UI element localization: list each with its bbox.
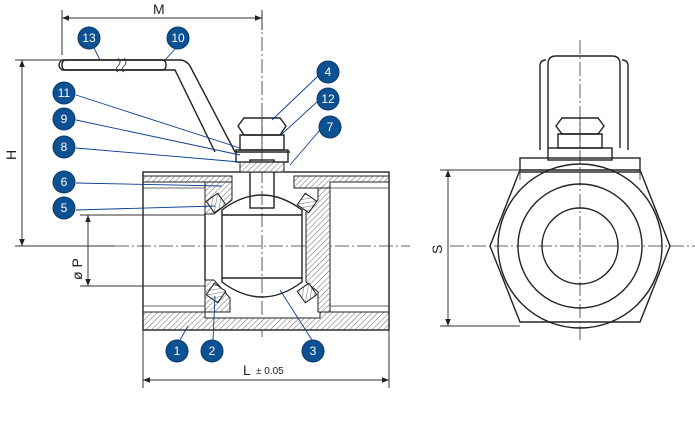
callout-5: 5 (52, 196, 76, 220)
leaders (75, 47, 321, 341)
side-handle (547, 55, 621, 148)
svg-text:2: 2 (209, 344, 216, 358)
side-view (450, 40, 695, 340)
callout-7: 7 (318, 115, 342, 139)
seat-left-top (205, 192, 227, 214)
handle-break (115, 57, 121, 73)
seat-right-top (296, 192, 318, 214)
callouts: 13 10 4 12 11 9 7 8 6 5 1 2 3 (52, 26, 342, 363)
callout-10: 10 (166, 26, 190, 50)
leader-1 (179, 325, 189, 341)
leader-11 (75, 94, 241, 149)
callout-3: 3 (301, 339, 325, 363)
leader-5 (75, 205, 216, 211)
leader-6 (75, 182, 223, 187)
side-nut-upper (555, 117, 605, 135)
leader-3 (279, 289, 313, 341)
l-tolerance: ± 0.05 (256, 366, 284, 377)
stem-packing (239, 161, 285, 173)
svg-text:6: 6 (61, 175, 68, 189)
svg-text:8: 8 (61, 140, 68, 154)
leader-4 (271, 75, 319, 121)
phi-p-label: ø P (69, 258, 85, 280)
svg-text:12: 12 (321, 92, 335, 106)
svg-text:5: 5 (61, 201, 68, 215)
callout-12: 12 (316, 87, 340, 111)
s-label: S (429, 245, 445, 254)
m-label: M (153, 1, 165, 17)
callout-11: 11 (52, 81, 76, 105)
handle-grip (61, 59, 167, 71)
stem (249, 159, 275, 209)
handle (62, 59, 290, 153)
body-bore-circle (541, 207, 619, 285)
callout-13: 13 (77, 26, 101, 50)
body-outer-circle (497, 163, 663, 329)
callout-2: 2 (200, 339, 224, 363)
l-label: L (243, 362, 251, 378)
svg-text:4: 4 (325, 65, 332, 79)
leader-13 (93, 47, 101, 61)
svg-text:9: 9 (61, 112, 68, 126)
leader-7 (289, 129, 321, 166)
callout-4: 4 (316, 60, 340, 84)
body-top-wall-right (293, 175, 390, 189)
svg-text:7: 7 (327, 120, 334, 134)
body-bottom-wall (142, 311, 390, 331)
section-view (58, 15, 410, 340)
svg-text:11: 11 (58, 86, 71, 100)
leader-12 (281, 100, 319, 135)
svg-text:3: 3 (310, 344, 317, 358)
svg-text:1: 1 (174, 344, 181, 358)
seat-right-bottom (296, 282, 318, 304)
leader-10 (164, 47, 177, 61)
handle-lower-edge (62, 69, 216, 153)
handle-break-2 (121, 57, 127, 73)
h-label: H (3, 150, 19, 160)
leader-9 (75, 119, 241, 156)
svg-text:13: 13 (82, 31, 96, 45)
seat-left-bottom (205, 282, 227, 304)
dimensions: M H ø P L ± 0.05 S (3, 1, 520, 388)
nut-upper (237, 117, 287, 136)
callout-8: 8 (52, 135, 76, 159)
svg-text:10: 10 (171, 31, 185, 45)
leader-2 (212, 295, 216, 341)
body-thread-circle (517, 183, 643, 309)
callout-9: 9 (52, 107, 76, 131)
side-handle-inner (539, 59, 629, 150)
handle-grip-cap (58, 59, 63, 71)
ball (221, 194, 303, 298)
callout-6: 6 (52, 170, 76, 194)
leader-8 (75, 147, 241, 163)
callout-1: 1 (165, 339, 189, 363)
